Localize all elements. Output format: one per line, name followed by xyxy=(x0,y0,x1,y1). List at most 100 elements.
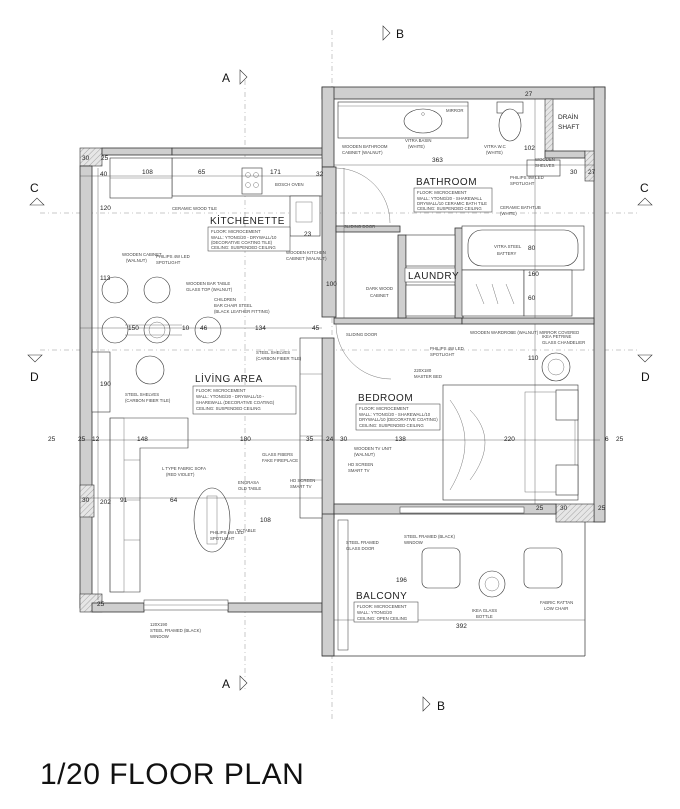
svg-text:WALL: YTONG/20: WALL: YTONG/20 xyxy=(357,610,393,615)
svg-text:25: 25 xyxy=(616,436,624,443)
dimension-lines xyxy=(80,99,600,621)
svg-text:25: 25 xyxy=(101,155,109,162)
svg-text:A: A xyxy=(222,677,230,691)
svg-text:150: 150 xyxy=(128,325,139,332)
svg-text:(RED VIOLET): (RED VIOLET) xyxy=(166,472,195,477)
svg-text:STEEL FRAMED: STEEL FRAMED xyxy=(346,540,379,545)
svg-text:FLOOR: MICROCEMENT: FLOOR: MICROCEMENT xyxy=(211,229,261,234)
section-marker-b-top: B xyxy=(382,25,404,41)
svg-text:6: 6 xyxy=(605,436,609,443)
svg-text:ENGRASA: ENGRASA xyxy=(238,480,259,485)
svg-text:12: 12 xyxy=(92,436,100,443)
svg-text:STEEL SHELVES: STEEL SHELVES xyxy=(256,350,290,355)
svg-text:363: 363 xyxy=(432,157,443,164)
svg-text:110: 110 xyxy=(528,355,539,362)
svg-text:CEILING: SUSPENDED CEILING: CEILING: SUSPENDED CEILING xyxy=(417,206,482,211)
section-marker-d-left: D xyxy=(27,354,43,384)
svg-text:CABINET (WALNUT): CABINET (WALNUT) xyxy=(286,256,327,261)
svg-text:24: 24 xyxy=(326,436,334,443)
svg-text:STEEL FRAMED (BLACK): STEEL FRAMED (BLACK) xyxy=(150,628,202,633)
svg-text:WINDOW: WINDOW xyxy=(150,634,170,639)
svg-text:113: 113 xyxy=(100,275,111,282)
svg-text:WALL: YTONG/20 - DRYWALL/10: WALL: YTONG/20 - DRYWALL/10 xyxy=(211,235,277,240)
walls xyxy=(79,86,606,657)
svg-text:392: 392 xyxy=(456,623,467,630)
svg-text:(CARBON FIBER TILE): (CARBON FIBER TILE) xyxy=(125,398,171,403)
svg-text:GLASS DOOR: GLASS DOOR xyxy=(346,546,374,551)
room-name-laundry: LAUNDRY xyxy=(408,271,459,282)
svg-text:B: B xyxy=(437,699,445,713)
svg-text:SPOTLIGHT: SPOTLIGHT xyxy=(510,181,535,186)
svg-text:25: 25 xyxy=(97,601,105,608)
svg-text:WOODEN KITCHEN: WOODEN KITCHEN xyxy=(286,250,326,255)
svg-text:SLIDING DOOR: SLIDING DOOR xyxy=(344,224,375,229)
svg-text:GLASS TOP (WALNUT): GLASS TOP (WALNUT) xyxy=(186,287,233,292)
svg-text:FLOOR: MICROCEMENT: FLOOR: MICROCEMENT xyxy=(417,190,467,195)
svg-text:PHILIPS 4W LED: PHILIPS 4W LED xyxy=(156,254,190,259)
svg-text:VITRA BASIN: VITRA BASIN xyxy=(405,138,432,143)
svg-text:45: 45 xyxy=(312,325,320,332)
svg-text:25: 25 xyxy=(48,436,56,443)
svg-text:SMART TV: SMART TV xyxy=(290,484,312,489)
svg-text:64: 64 xyxy=(170,497,178,504)
svg-text:PHILIPS 4W LED: PHILIPS 4W LED xyxy=(510,175,544,180)
svg-text:WOODEN CABINET: WOODEN CABINET xyxy=(122,252,162,257)
svg-text:220X180: 220X180 xyxy=(414,368,432,373)
svg-text:GLASS FIBERS: GLASS FIBERS xyxy=(262,452,293,457)
svg-text:100: 100 xyxy=(326,281,337,288)
svg-text:CERAMIC BATHTUB: CERAMIC BATHTUB xyxy=(500,205,541,210)
svg-text:120: 120 xyxy=(100,205,111,212)
svg-text:80: 80 xyxy=(528,245,536,252)
svg-text:WOODEN TV UNIT: WOODEN TV UNIT xyxy=(354,446,392,451)
svg-text:MASTER BED: MASTER BED xyxy=(414,374,442,379)
svg-text:BATTERY: BATTERY xyxy=(497,251,517,256)
svg-text:FLOOR: MICROCEMENT: FLOOR: MICROCEMENT xyxy=(359,406,409,411)
section-marker-c-right: C xyxy=(637,181,653,206)
svg-text:SLIDING DOOR: SLIDING DOOR xyxy=(346,332,377,337)
svg-text:30: 30 xyxy=(570,169,578,176)
svg-text:SPOTLIGHT: SPOTLIGHT xyxy=(156,260,181,265)
svg-text:BOSCH OVEN: BOSCH OVEN xyxy=(275,182,304,187)
svg-text:25: 25 xyxy=(536,505,544,512)
svg-text:SHELVES: SHELVES xyxy=(535,163,555,168)
svg-text:(WALNUT): (WALNUT) xyxy=(126,258,147,263)
svg-text:A: A xyxy=(222,71,230,85)
svg-text:108: 108 xyxy=(142,169,153,176)
svg-text:WALL: YTONG/20 - SHAREWALL/10: WALL: YTONG/20 - SHAREWALL/10 xyxy=(359,412,431,417)
svg-text:SHAREWALL (DECORATIVE COATING): SHAREWALL (DECORATIVE COATING) xyxy=(196,400,275,405)
svg-text:(WHITE): (WHITE) xyxy=(486,150,503,155)
section-marker-d-right: D xyxy=(637,354,653,384)
svg-text:WOODEN BAR TABLE: WOODEN BAR TABLE xyxy=(186,281,230,286)
svg-text:FABRIC RATTAN: FABRIC RATTAN xyxy=(540,600,573,605)
living-furniture xyxy=(91,337,323,611)
svg-text:160: 160 xyxy=(528,271,539,278)
svg-text:STEEL SHELVES: STEEL SHELVES xyxy=(125,392,159,397)
svg-text:SPOTLIGHT: SPOTLIGHT xyxy=(210,536,235,541)
svg-text:CEILING: SUSPENDED CEILING: CEILING: SUSPENDED CEILING xyxy=(211,245,276,250)
svg-text:SPOTLIGHT: SPOTLIGHT xyxy=(430,352,455,357)
svg-text:C: C xyxy=(30,181,39,195)
svg-text:HD SCREEN: HD SCREEN xyxy=(290,478,315,483)
svg-text:30: 30 xyxy=(340,436,348,443)
svg-text:30: 30 xyxy=(560,505,568,512)
bedroom-furniture xyxy=(335,323,579,514)
svg-text:30: 30 xyxy=(82,497,90,504)
svg-text:DRYWALL/10 CERAMIC BATH TILE: DRYWALL/10 CERAMIC BATH TILE xyxy=(417,201,487,206)
svg-text:WINDOW: WINDOW xyxy=(404,540,424,545)
drawing-title: 1/20 FLOOR PLAN xyxy=(40,758,305,791)
room-balcony: BALCONY FLOOR: MICROCEMENT WALL: YTONG/2… xyxy=(353,591,419,623)
room-name-living: LİVİNG AREA xyxy=(195,372,263,385)
svg-text:30: 30 xyxy=(82,155,90,162)
svg-text:25: 25 xyxy=(598,505,606,512)
svg-text:23: 23 xyxy=(304,231,312,238)
svg-text:WALL: YTONG/20 - SHAREWALL: WALL: YTONG/20 - SHAREWALL xyxy=(417,196,483,201)
svg-text:CABINET (WALNUT): CABINET (WALNUT) xyxy=(342,150,383,155)
svg-text:(WHITE): (WHITE) xyxy=(408,144,425,149)
svg-text:138: 138 xyxy=(395,436,406,443)
dimension-labels: 27 363 102 30 27 108 65 171 32 40 30 25 … xyxy=(48,91,624,630)
svg-text:202: 202 xyxy=(100,499,111,506)
svg-text:FLOOR: MICROCEMENT: FLOOR: MICROCEMENT xyxy=(357,604,407,609)
svg-text:CERAMIC WOOD TILE: CERAMIC WOOD TILE xyxy=(172,206,217,211)
svg-text:108: 108 xyxy=(260,517,271,524)
